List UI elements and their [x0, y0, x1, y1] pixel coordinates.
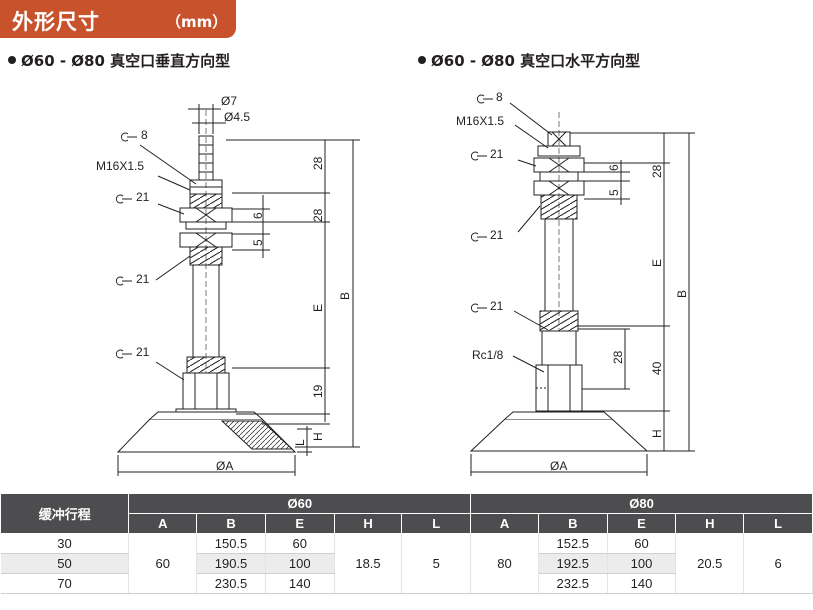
label-wrench-8: 8	[496, 90, 503, 104]
col-a: A	[470, 513, 539, 534]
table-row: 30 60 150.5 60 18.5 5 80 152.5 60 20.5 6	[0, 533, 813, 594]
dim-5: 5	[251, 239, 265, 246]
dim-28-top: 28	[311, 156, 325, 170]
col-e: E	[264, 513, 335, 534]
label-hose-od: Ø7	[221, 94, 237, 108]
wrench-icon	[115, 349, 132, 359]
cell-d60-a: 60	[128, 533, 198, 594]
dim-6: 6	[607, 164, 621, 171]
cell-d80-b: 152.5	[538, 533, 608, 554]
left-drawing-title: Ø60 - Ø80 真空口垂直方向型	[8, 50, 230, 71]
cell-d80-e: 140	[607, 573, 677, 594]
cell-d60-e: 140	[265, 573, 335, 594]
label-wrench-21b: 21	[136, 272, 150, 286]
wrench-icon	[470, 151, 487, 161]
section-unit: （mm）	[166, 13, 228, 31]
label-hose-id: Ø4.5	[224, 110, 250, 124]
spec-table: 缓冲行程 Ø60 Ø80 A B E H L A B E H L 30 60 1…	[0, 493, 813, 594]
cell-d80-e: 60	[607, 533, 677, 554]
header-stroke: 缓冲行程	[0, 493, 130, 534]
header-group-d80: Ø80	[470, 493, 813, 514]
bullet-icon	[418, 55, 426, 64]
label-wrench-21c: 21	[136, 345, 150, 359]
cell-stroke: 70	[0, 573, 130, 594]
wrench-icon	[115, 194, 132, 204]
dim-e: E	[650, 259, 664, 267]
cell-stroke: 50	[0, 553, 130, 574]
table-row: 70 230.5 140 232.5 140	[0, 573, 813, 594]
wrench-icon	[115, 276, 132, 286]
cell-d80-h: 20.5	[675, 533, 745, 594]
cell-d60-b: 230.5	[196, 573, 266, 594]
left-drawing-labels: Ø7 Ø4.5 8 M16X1.5 21 21 21 ØA 28 28 6 5 …	[96, 94, 352, 473]
left-drawing	[116, 104, 360, 476]
col-h: H	[333, 513, 403, 534]
dim-28-lower: 28	[611, 350, 625, 364]
label-wrench-21c: 21	[490, 299, 504, 313]
cell-d60-b: 150.5	[196, 533, 266, 554]
section-title: 外形尺寸	[12, 10, 100, 34]
right-drawing-labels: 8 M16X1.5 21 21 21 Rc1/8 ØA 28 6 5 E B 2…	[456, 90, 689, 473]
label-thread: M16X1.5	[456, 114, 504, 128]
cell-d60-b: 190.5	[196, 553, 266, 574]
technical-drawings: Ø7 Ø4.5 8 M16X1.5 21 21 21 ØA 28 28 6 5 …	[96, 90, 695, 476]
right-drawing	[469, 102, 695, 476]
cell-d80-l: 6	[743, 533, 813, 594]
dim-h: H	[650, 429, 664, 438]
col-b: B	[537, 513, 608, 534]
table-row: 50 190.5 100 192.5 100	[0, 553, 813, 574]
wrench-icon	[470, 303, 487, 313]
right-drawing-title: Ø60 - Ø80 真空口水平方向型	[418, 50, 640, 71]
dim-5: 5	[607, 189, 621, 196]
dim-28-mid: 28	[311, 208, 325, 222]
col-b: B	[196, 513, 266, 534]
cell-d60-h: 18.5	[334, 533, 403, 594]
dim-b: B	[338, 292, 352, 300]
cell-d60-l: 5	[401, 533, 472, 594]
dim-h: H	[311, 432, 325, 441]
header-group-d60: Ø60	[128, 493, 472, 514]
cell-d60-e: 100	[265, 553, 335, 574]
cell-stroke: 30	[0, 533, 130, 554]
dim-28-top: 28	[650, 164, 664, 178]
dim-b: B	[675, 290, 689, 298]
wrench-icon	[470, 232, 487, 242]
section-header-tab: 外形尺寸 （mm）	[0, 0, 236, 38]
label-wrench-21a: 21	[136, 190, 150, 204]
dim-l: L	[293, 439, 307, 446]
label-dia-a: ØA	[216, 459, 233, 473]
label-wrench-21a: 21	[490, 147, 504, 161]
cell-d80-a: 80	[470, 533, 539, 594]
col-l: L	[743, 513, 813, 534]
label-wrench-21b: 21	[490, 228, 504, 242]
cell-d80-e: 100	[607, 553, 677, 574]
cell-d80-b: 232.5	[538, 573, 608, 594]
dim-40: 40	[650, 361, 664, 375]
col-e: E	[606, 513, 677, 534]
cell-d80-b: 192.5	[538, 553, 608, 574]
dim-e: E	[311, 304, 325, 312]
wrench-icon	[120, 132, 137, 142]
label-port: Rc1/8	[472, 348, 504, 362]
label-thread: M16X1.5	[96, 159, 144, 173]
col-h: H	[675, 513, 745, 534]
dim-19: 19	[311, 384, 325, 398]
label-dia-a: ØA	[550, 459, 567, 473]
bullet-icon	[8, 55, 16, 64]
dim-6: 6	[251, 212, 265, 219]
col-l: L	[401, 513, 472, 534]
label-wrench-8: 8	[141, 128, 148, 142]
wrench-icons	[115, 94, 493, 359]
col-a: A	[128, 513, 198, 534]
cell-d60-e: 60	[265, 533, 335, 554]
wrench-icon	[476, 94, 493, 104]
